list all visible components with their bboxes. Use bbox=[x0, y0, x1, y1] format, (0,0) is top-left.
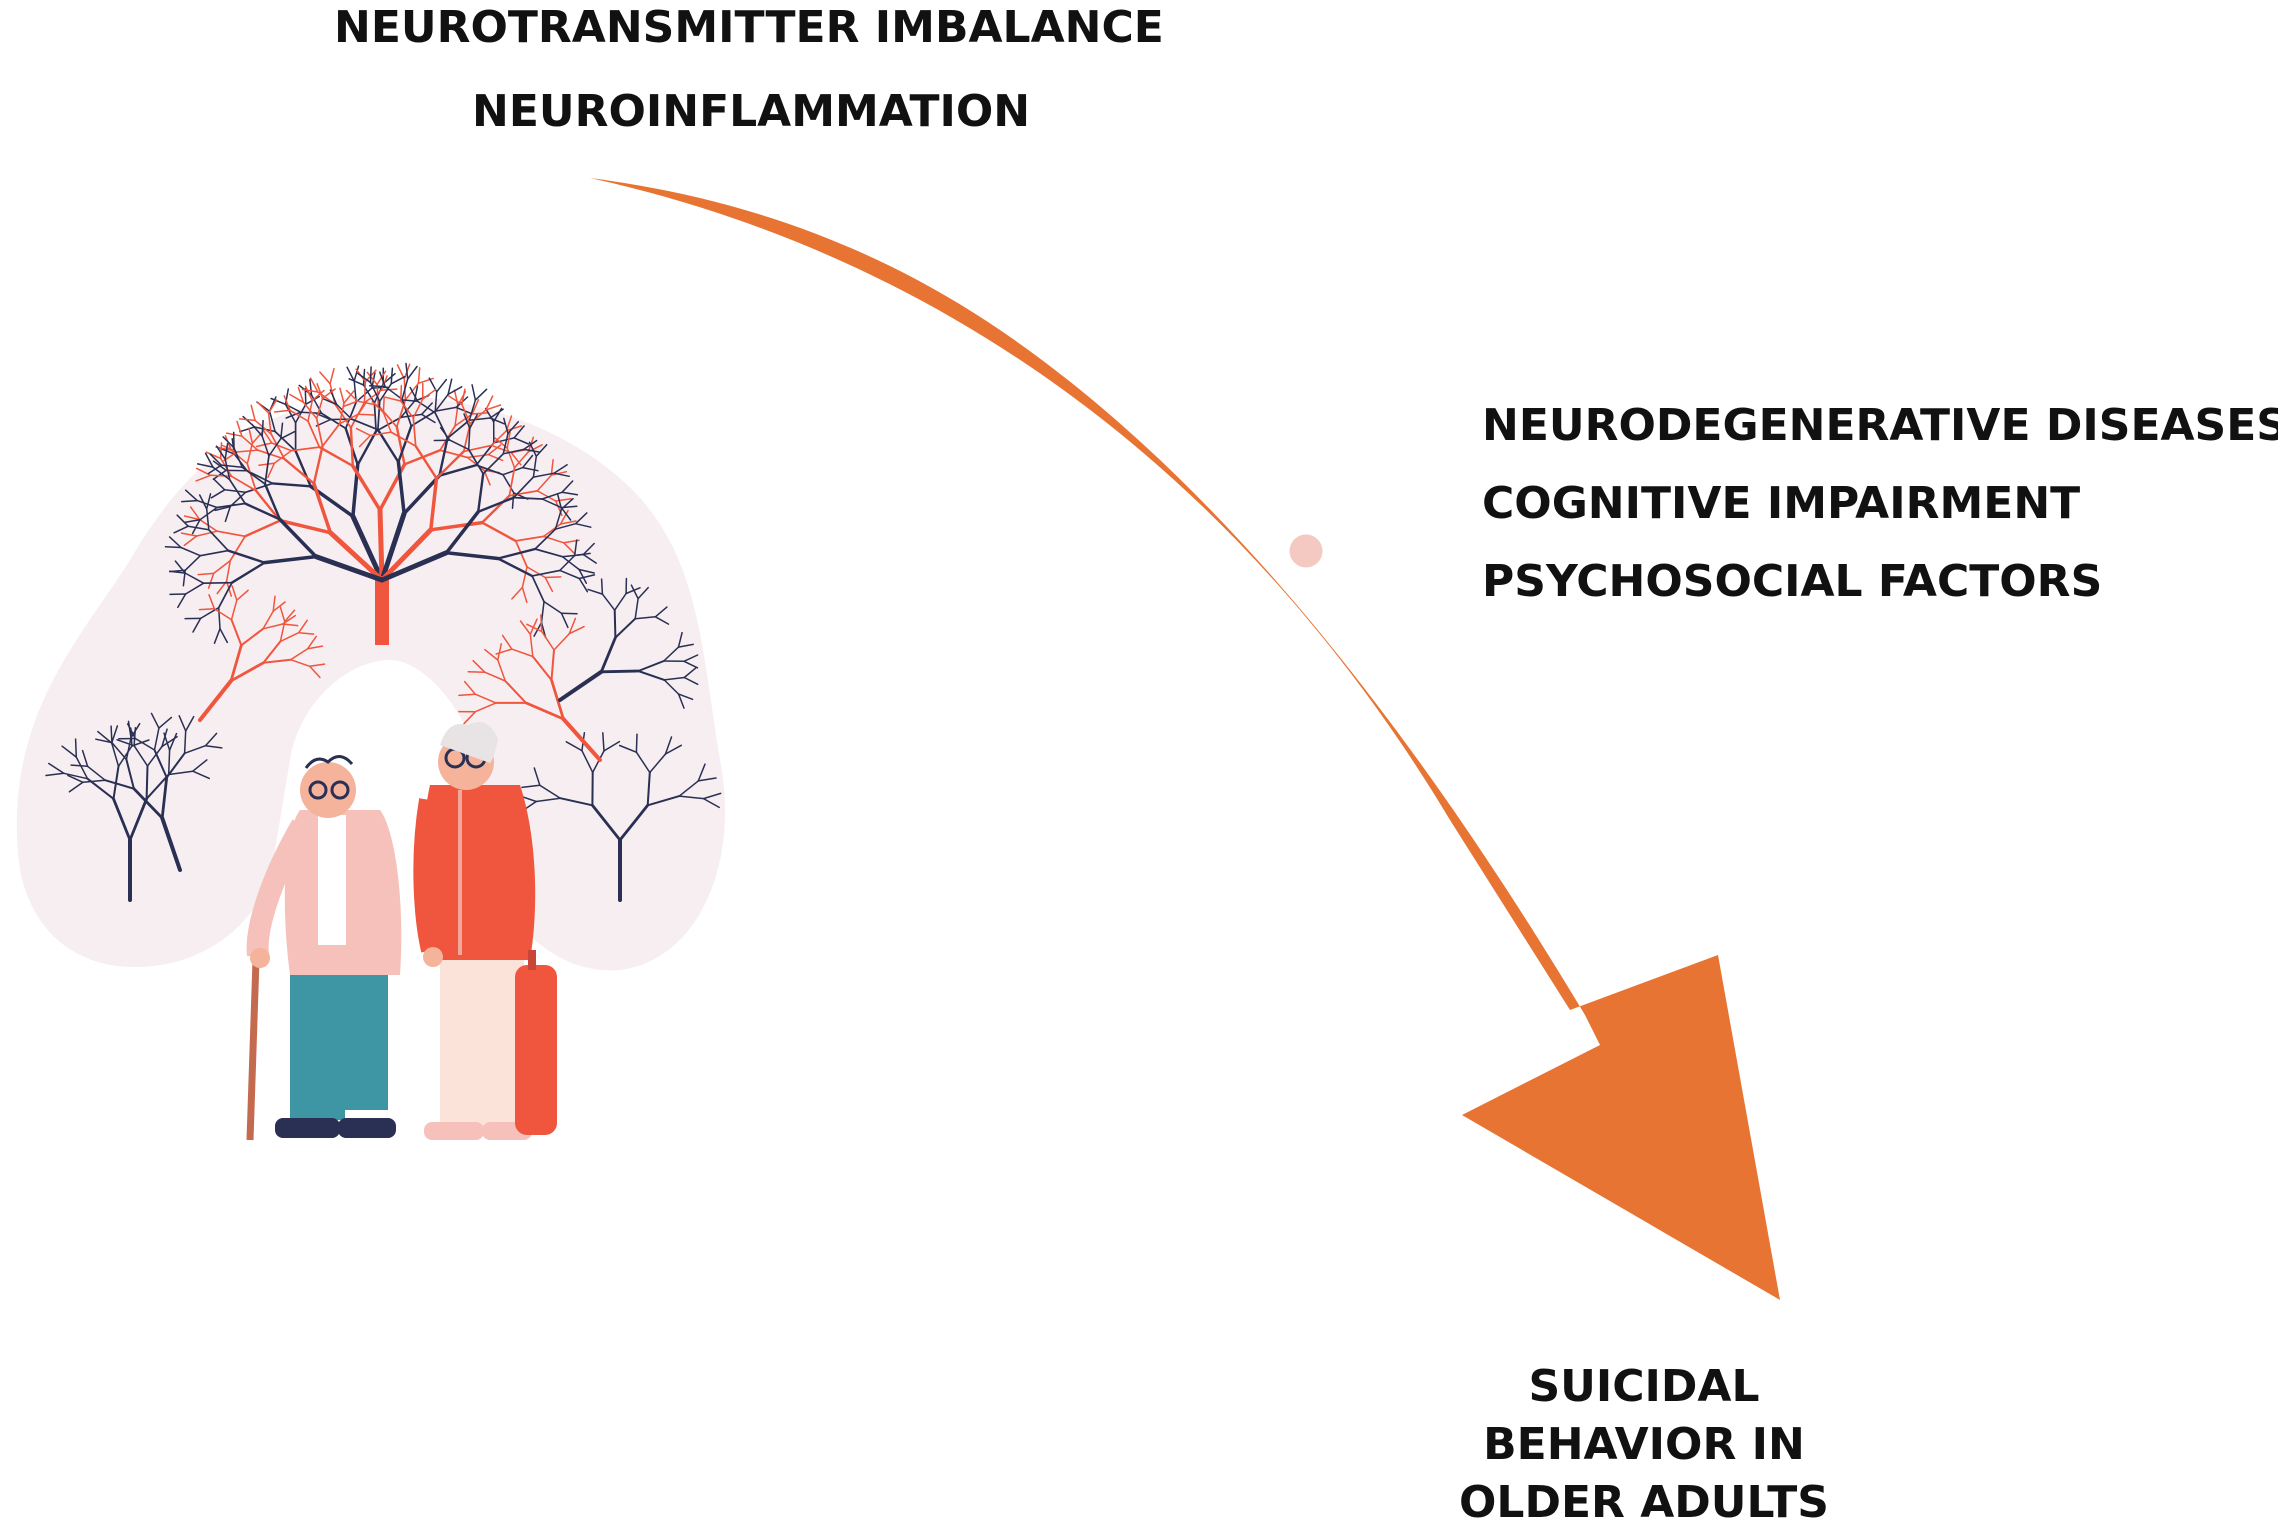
vessel-branch bbox=[423, 390, 436, 399]
vessel-branch bbox=[269, 400, 277, 413]
vessel-branch bbox=[169, 750, 170, 774]
vessel-branch bbox=[182, 501, 198, 502]
vessel-branch bbox=[358, 414, 374, 415]
vessel-trunk bbox=[375, 575, 389, 645]
vessel-branch bbox=[391, 377, 405, 384]
vessel-branch bbox=[204, 583, 232, 584]
vessel-branch bbox=[310, 380, 312, 396]
vessel-branch bbox=[615, 610, 616, 637]
brain-vessels-older-adults-illustration bbox=[17, 364, 725, 1141]
vessel-branch bbox=[364, 382, 365, 403]
vessel-branch bbox=[391, 368, 392, 384]
vessel-branch bbox=[147, 766, 148, 799]
vessel-branch bbox=[371, 367, 372, 383]
factor-neuroinflammation: NEUROINFLAMMATION bbox=[472, 90, 1030, 134]
vessel-branch bbox=[380, 510, 382, 580]
vessel-branch bbox=[472, 385, 475, 400]
vessel-branch bbox=[251, 405, 255, 420]
vessel-branch bbox=[240, 419, 255, 421]
vessel-branch bbox=[199, 609, 214, 610]
vessel-branch bbox=[262, 421, 263, 437]
factor-cognitive-impairment: COGNITIVE IMPAIRMENT bbox=[1482, 482, 2080, 526]
factor-neurotransmitter-imbalance: NEUROTRANSMITTER IMBALANCE bbox=[334, 6, 1164, 50]
vessel-branch bbox=[111, 726, 112, 743]
vessel-branch bbox=[418, 368, 419, 383]
vessel-branch bbox=[636, 734, 637, 752]
vessel-branch bbox=[408, 367, 417, 379]
vessel-branch bbox=[437, 380, 447, 392]
vessel-branch bbox=[370, 386, 386, 387]
vessel-branch bbox=[562, 613, 578, 614]
vessel-branch bbox=[601, 671, 638, 672]
vessel-branch bbox=[237, 421, 242, 436]
vessel-branch bbox=[475, 389, 486, 400]
vessel-branch bbox=[545, 577, 561, 578]
vessel-branch bbox=[330, 369, 334, 384]
vessel-branch bbox=[602, 579, 603, 594]
vessel-branch bbox=[320, 372, 330, 384]
vessel-branch bbox=[406, 364, 408, 379]
diagram-canvas bbox=[0, 0, 2278, 1470]
vessel-branch bbox=[383, 397, 384, 413]
factor-neurodegenerative-diseases: NEURODEGENERATIVE DISEASES bbox=[1482, 404, 2278, 448]
vessel-branch bbox=[541, 615, 542, 631]
vessel-branch bbox=[349, 379, 363, 385]
vessel-branch bbox=[166, 547, 182, 548]
curved-arrow bbox=[590, 178, 1780, 1300]
outcome-label: SUICIDAL BEHAVIOR IN OLDER ADULTS bbox=[1404, 1358, 1884, 1532]
arrow-marker bbox=[1287, 532, 1325, 570]
factor-psychosocial-factors: PSYCHOSOCIAL FACTORS bbox=[1482, 560, 2102, 604]
vessel-branch bbox=[76, 739, 77, 757]
vessel-branch bbox=[401, 386, 402, 402]
vessel-branch bbox=[275, 410, 290, 412]
vessel-branch bbox=[258, 402, 269, 413]
vessel-branch bbox=[221, 443, 222, 459]
